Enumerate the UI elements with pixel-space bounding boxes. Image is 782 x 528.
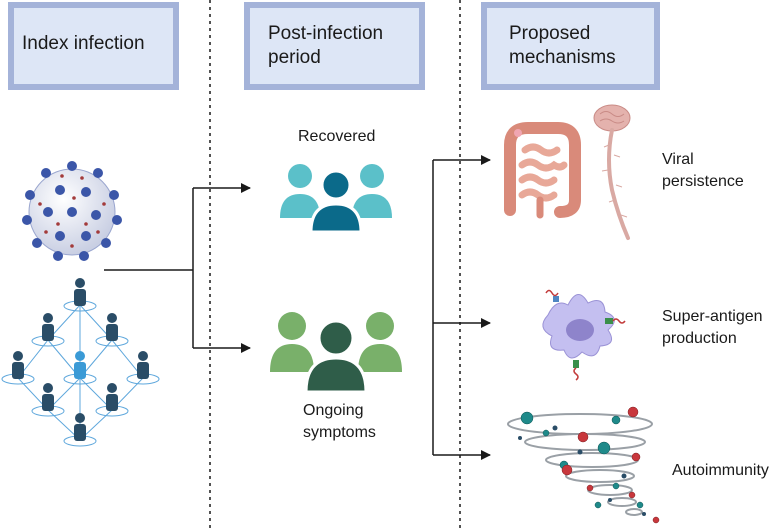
gut-icon xyxy=(504,122,581,219)
brain-spinal-cord-icon xyxy=(593,104,631,240)
header-post-infection-label: Post-infection period xyxy=(268,23,384,68)
header-proposed-mechanisms xyxy=(481,2,660,90)
label-ongoing-symptoms: Ongoing symptoms xyxy=(303,402,376,441)
connector-index-to-outcomes xyxy=(104,183,251,353)
header-proposed-mechanisms-label: Proposed mechanisms xyxy=(509,23,616,68)
label-viral-persistence: Viral persistence xyxy=(662,151,744,190)
autoimmunity-tornado-icon xyxy=(507,406,660,524)
header-post-infection xyxy=(244,2,425,90)
population-network-icon xyxy=(1,278,160,447)
label-super-antigen-production: Super-antigen production xyxy=(662,308,763,347)
connector-outcomes-to-mechanisms xyxy=(432,155,491,460)
label-autoimmunity: Autoimmunity xyxy=(672,462,769,479)
symptomatic-people-icon xyxy=(270,312,402,394)
label-recovered: Recovered xyxy=(298,128,376,145)
header-index-infection xyxy=(8,2,179,90)
immune-cell-icon xyxy=(542,289,626,381)
recovered-people-icon xyxy=(280,164,392,234)
header-index-infection-label: Index infection xyxy=(22,33,145,54)
virus-icon xyxy=(22,161,122,261)
